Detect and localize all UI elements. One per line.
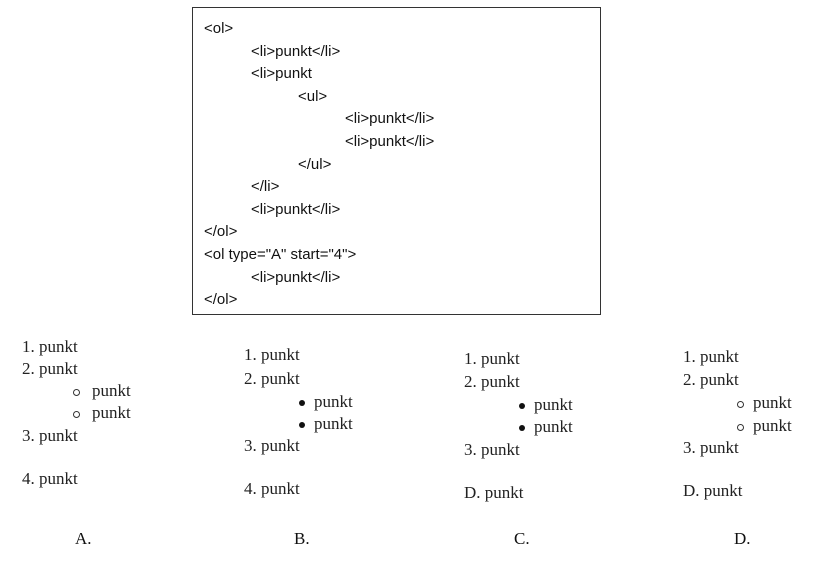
code-line: <li>punkt</li> xyxy=(345,110,435,128)
list-item: D. punkt xyxy=(683,481,743,500)
list-item: 2. punkt xyxy=(244,369,300,388)
circle-bullet-icon xyxy=(737,401,744,408)
list-item: 3. punkt xyxy=(244,436,300,455)
circle-bullet-icon xyxy=(737,424,744,431)
code-line: </li> xyxy=(251,178,280,196)
disc-bullet-icon xyxy=(519,403,525,409)
nested-list-item: punkt xyxy=(314,414,353,433)
list-item: 4. punkt xyxy=(244,479,300,498)
code-line: </ol> xyxy=(204,223,238,241)
nested-list-item: punkt xyxy=(753,416,792,435)
option-label: A. xyxy=(75,529,92,548)
code-line: <li>punkt xyxy=(251,65,312,83)
list-item: 1. punkt xyxy=(22,337,78,356)
option-label: C. xyxy=(514,529,530,548)
code-line: <ol type="A" start="4"> xyxy=(204,246,357,263)
disc-bullet-icon xyxy=(299,400,305,406)
list-item: 2. punkt xyxy=(22,359,78,378)
option-label: B. xyxy=(294,529,310,548)
code-line: <li>punkt</li> xyxy=(251,268,341,286)
code-line: <li>punkt</li> xyxy=(345,133,435,150)
circle-bullet-icon xyxy=(73,411,80,418)
list-item: 1. punkt xyxy=(683,347,739,366)
list-item: D. punkt xyxy=(464,483,524,502)
code-line: <ul> xyxy=(298,87,328,105)
list-item: 4. punkt xyxy=(22,469,78,488)
code-line: <li>punkt</li> xyxy=(251,42,341,60)
list-item: 1. punkt xyxy=(244,345,300,364)
code-line: <li>punkt</li> xyxy=(251,200,341,218)
nested-list-item: punkt xyxy=(92,381,131,400)
list-item: 3. punkt xyxy=(22,426,78,445)
nested-list-item: punkt xyxy=(92,403,131,422)
nested-list-item: punkt xyxy=(534,395,573,414)
list-item: 1. punkt xyxy=(464,349,520,368)
code-line: <ol> xyxy=(204,20,234,37)
list-item: 2. punkt xyxy=(464,372,520,391)
disc-bullet-icon xyxy=(299,422,305,428)
list-item: 3. punkt xyxy=(464,440,520,459)
circle-bullet-icon xyxy=(73,389,80,396)
list-item: 2. punkt xyxy=(683,370,739,389)
nested-list-item: punkt xyxy=(314,392,353,411)
code-line: </ol> xyxy=(204,291,238,309)
code-line: </ul> xyxy=(298,155,332,173)
disc-bullet-icon xyxy=(519,425,525,431)
nested-list-item: punkt xyxy=(534,417,573,436)
option-label: D. xyxy=(734,529,751,548)
nested-list-item: punkt xyxy=(753,393,792,412)
list-item: 3. punkt xyxy=(683,438,739,457)
html-code-box: <ol> <li>punkt</li> <li>punkt <ul> <li>punkt… xyxy=(192,7,601,315)
